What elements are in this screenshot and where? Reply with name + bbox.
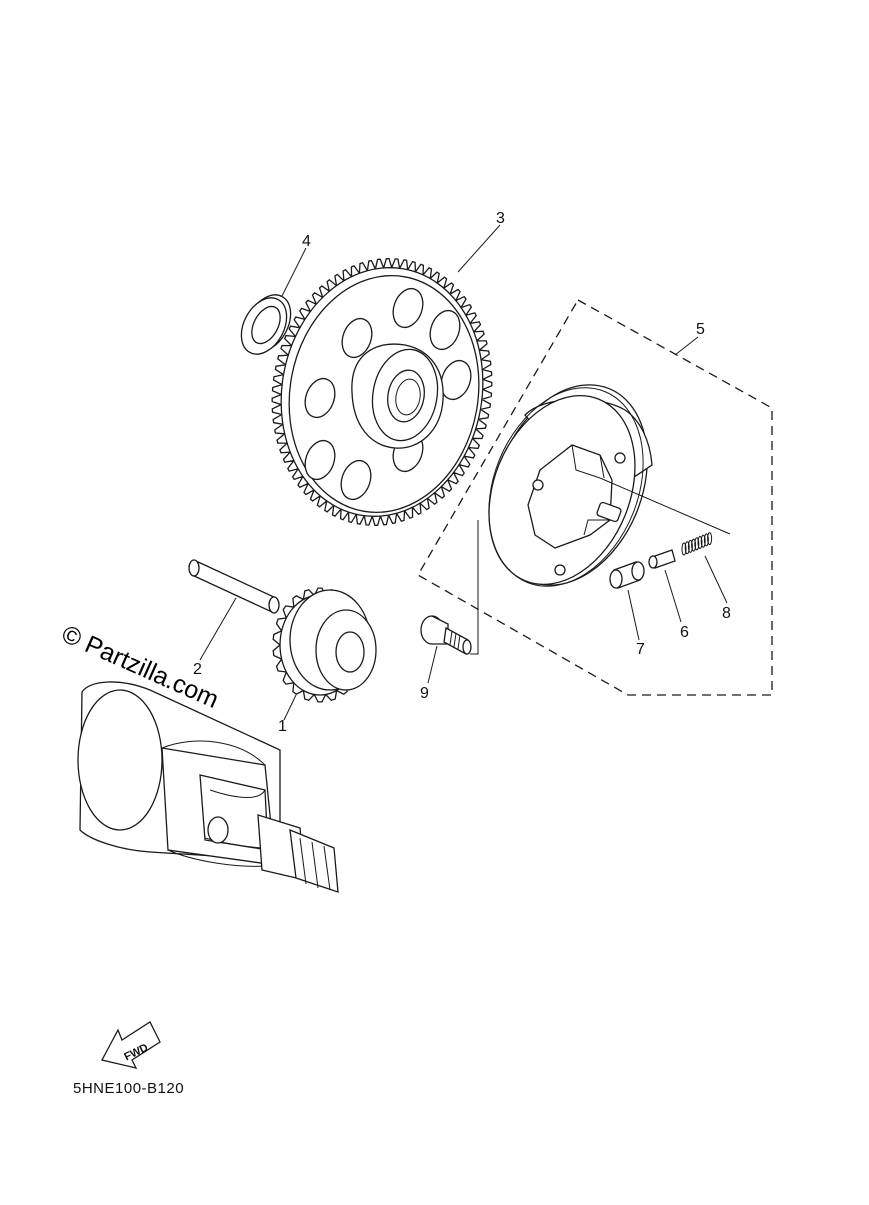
roller-part-7[interactable] [609, 561, 645, 589]
spring-coil [703, 533, 709, 547]
gear-hole [341, 317, 373, 359]
assembly-axis-line [599, 477, 731, 535]
gear-hole [429, 309, 461, 351]
spring-coil [707, 532, 713, 546]
callout-3: 3 [496, 210, 505, 227]
bolt-part-9[interactable] [420, 615, 472, 656]
large-gear-part-3[interactable] [262, 252, 502, 533]
gear-hole [392, 287, 424, 329]
assembly-boundary-part-5 [417, 299, 773, 696]
spring-coil [681, 542, 687, 556]
washer-part-4[interactable] [232, 287, 299, 362]
forward-direction-arrow: FWD [101, 1021, 161, 1069]
gear-hole [340, 459, 372, 501]
crankshaft-assembly [77, 681, 339, 893]
callout-5: 5 [696, 321, 705, 338]
assembly-leader-line [470, 520, 479, 655]
spring-coil [684, 541, 690, 555]
starter-clutch-part-5[interactable] [461, 362, 676, 610]
shaft-pin-part-2[interactable] [188, 559, 280, 614]
small-gear-part-1[interactable] [272, 587, 377, 703]
callout-9: 9 [420, 685, 429, 702]
spring-coil [694, 537, 700, 551]
callout-7: 7 [636, 641, 645, 658]
callout-6: 6 [680, 624, 689, 641]
gear-hole [440, 359, 472, 401]
callout-leaders [199, 224, 728, 721]
drawing-code: 5HNE100-B120 [73, 1080, 184, 1097]
spring-coil [697, 536, 703, 549]
spring-coil [687, 539, 693, 553]
plunger-part-6[interactable] [648, 549, 676, 569]
callout-1: 1 [278, 718, 287, 735]
spring-coil [700, 534, 706, 548]
spring-part-8[interactable] [681, 532, 713, 556]
callout-2: 2 [193, 661, 202, 678]
gear-hole [304, 377, 336, 419]
callout-8: 8 [722, 605, 731, 622]
spring-coil [691, 538, 697, 552]
gear-hole [304, 439, 336, 481]
callout-4: 4 [302, 233, 311, 250]
